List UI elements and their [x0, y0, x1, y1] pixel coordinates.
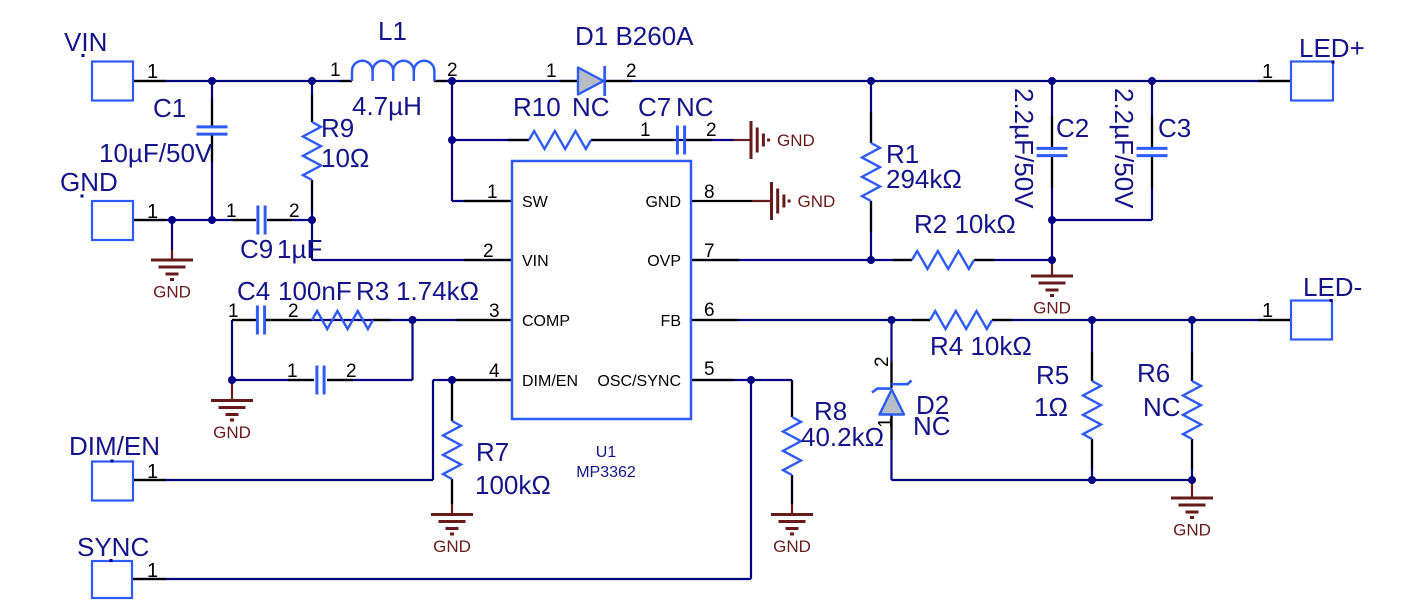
svg-text:R2 10kΩ: R2 10kΩ: [914, 209, 1016, 239]
svg-text:GND: GND: [798, 192, 836, 211]
svg-text:2.2µF/50V: 2.2µF/50V: [1109, 88, 1139, 209]
svg-text:294kΩ: 294kΩ: [886, 164, 962, 194]
svg-text:D1 B260A: D1 B260A: [575, 21, 694, 51]
svg-text:1: 1: [546, 61, 557, 82]
svg-text:R10: R10: [513, 92, 561, 122]
svg-text:3: 3: [489, 301, 500, 322]
svg-text:1: 1: [487, 182, 498, 203]
svg-text:1: 1: [147, 61, 158, 83]
svg-text:2: 2: [346, 361, 357, 382]
svg-text:GND: GND: [645, 194, 681, 211]
svg-text:OVP: OVP: [647, 253, 681, 270]
svg-text:1: 1: [640, 120, 651, 141]
svg-text:2: 2: [706, 120, 717, 141]
svg-text:6: 6: [704, 300, 715, 321]
svg-text:GND: GND: [1173, 521, 1211, 540]
svg-text:2: 2: [483, 241, 494, 262]
svg-text:DIM/EN: DIM/EN: [522, 373, 578, 390]
svg-text:GND: GND: [777, 131, 815, 150]
svg-text:40.2kΩ: 40.2kΩ: [801, 422, 884, 452]
svg-text:VIN: VIN: [522, 253, 549, 270]
svg-text:U1: U1: [596, 444, 617, 461]
svg-text:C9: C9: [240, 234, 273, 264]
svg-text:R6: R6: [1137, 358, 1170, 388]
svg-text:1: 1: [1262, 61, 1273, 83]
svg-text:5: 5: [704, 359, 715, 380]
svg-text:LED+: LED+: [1299, 33, 1365, 63]
svg-text:1Ω: 1Ω: [1034, 392, 1068, 422]
svg-text:LED-: LED-: [1303, 272, 1362, 302]
svg-text:1: 1: [147, 560, 158, 582]
svg-text:100kΩ: 100kΩ: [475, 470, 551, 500]
svg-text:8: 8: [704, 182, 715, 203]
svg-text:1: 1: [228, 301, 239, 322]
svg-text:R5: R5: [1036, 360, 1069, 390]
svg-text:GND: GND: [213, 423, 251, 442]
svg-text:2.2µF/50V: 2.2µF/50V: [1009, 88, 1039, 209]
svg-text:COMP: COMP: [522, 313, 570, 330]
svg-text:1.74kΩ: 1.74kΩ: [396, 276, 479, 306]
svg-text:L1: L1: [378, 16, 407, 46]
svg-text:10µF/50V: 10µF/50V: [99, 138, 213, 168]
svg-text:MP3362: MP3362: [576, 464, 636, 481]
svg-text:GND: GND: [433, 537, 471, 556]
svg-text:100nF: 100nF: [278, 276, 352, 306]
svg-text:GND: GND: [153, 283, 191, 302]
svg-text:SYNC: SYNC: [77, 532, 149, 562]
svg-text:7: 7: [704, 241, 715, 262]
svg-text:1: 1: [287, 361, 298, 382]
svg-text:R4 10kΩ: R4 10kΩ: [930, 331, 1032, 361]
svg-text:1: 1: [1262, 300, 1273, 322]
svg-text:NC: NC: [676, 92, 714, 122]
svg-text:1µF: 1µF: [277, 234, 322, 264]
svg-text:VIN: VIN: [64, 27, 107, 57]
svg-text:R1: R1: [886, 139, 919, 169]
svg-text:OSC/SYNC: OSC/SYNC: [597, 373, 681, 390]
svg-text:1: 1: [147, 201, 158, 223]
svg-text:NC: NC: [572, 92, 610, 122]
svg-text:1: 1: [226, 201, 237, 222]
svg-text:GND: GND: [773, 537, 811, 556]
svg-text:2: 2: [447, 60, 458, 81]
svg-text:C2: C2: [1056, 113, 1089, 143]
svg-text:4: 4: [489, 361, 500, 382]
svg-text:C4: C4: [237, 276, 270, 306]
svg-text:4.7µH: 4.7µH: [352, 91, 422, 121]
svg-text:2: 2: [288, 301, 299, 322]
svg-text:R8: R8: [814, 396, 847, 426]
svg-text:1: 1: [876, 417, 897, 428]
svg-text:GND: GND: [1033, 299, 1071, 318]
svg-text:R3: R3: [356, 276, 389, 306]
svg-text:2: 2: [289, 201, 300, 222]
svg-text:C1: C1: [153, 93, 186, 123]
svg-text:DIM/EN: DIM/EN: [69, 431, 160, 461]
svg-text:SW: SW: [522, 194, 549, 211]
svg-text:R9: R9: [321, 113, 354, 143]
svg-text:C3: C3: [1158, 113, 1191, 143]
svg-text:C7: C7: [638, 92, 671, 122]
svg-text:1: 1: [330, 60, 341, 81]
svg-text:2: 2: [872, 356, 893, 367]
svg-text:10Ω: 10Ω: [321, 143, 369, 173]
svg-text:NC: NC: [1143, 392, 1181, 422]
svg-text:1: 1: [147, 461, 158, 483]
svg-text:2: 2: [626, 61, 637, 82]
svg-text:D2: D2: [916, 390, 949, 420]
svg-text:FB: FB: [661, 313, 681, 330]
svg-text:GND: GND: [60, 167, 118, 197]
svg-text:R7: R7: [476, 437, 509, 467]
svg-text:NC: NC: [913, 411, 951, 441]
